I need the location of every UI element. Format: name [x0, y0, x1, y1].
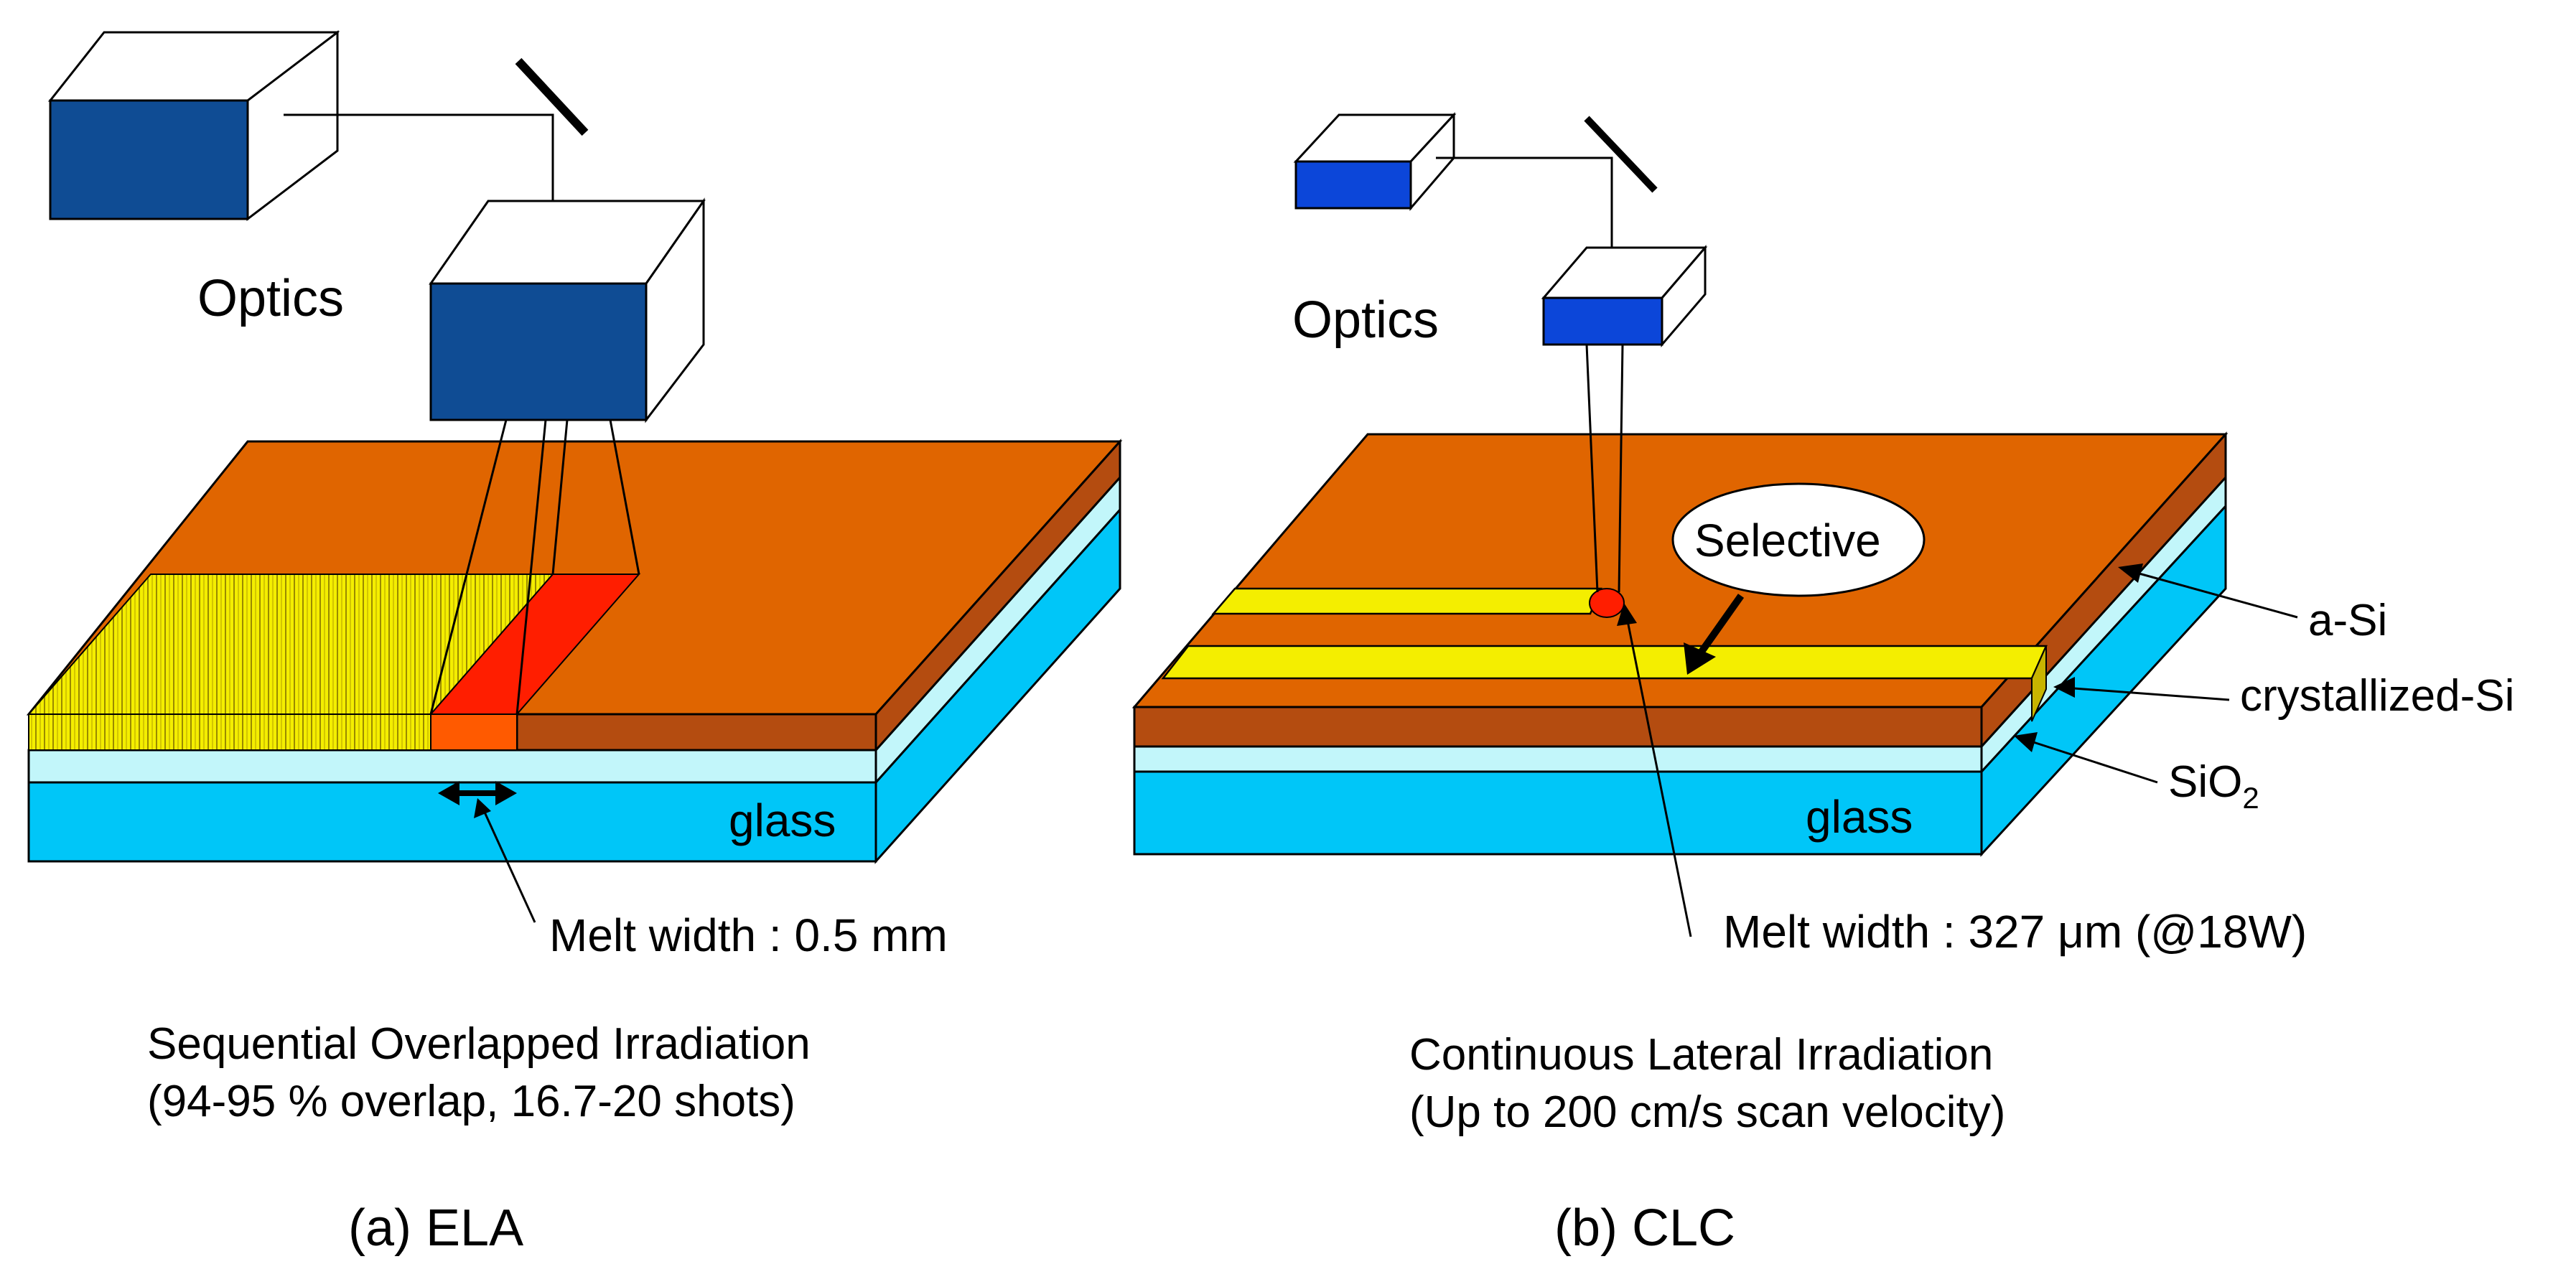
substrate-stack [26, 439, 1123, 864]
ela-description-line2: (94-95 % overlap, 16.7-20 shots) [147, 1077, 795, 1126]
laser-beam-lines-right [1585, 344, 1624, 593]
label-leaders [1617, 563, 2298, 937]
melt-width-arrow [438, 781, 536, 923]
ela-description-line1: Sequential Overlapped Irradiation [147, 1019, 811, 1069]
melt-width-label: Melt width : 0.5 mm [549, 909, 948, 961]
ela-panel: Optics [26, 29, 1123, 1257]
optics-box-small-1 [1293, 112, 1457, 212]
optics-label: Optics [197, 270, 344, 327]
optics-label-right: Optics [1292, 291, 1439, 349]
glass-label: glass [729, 795, 836, 846]
mirror-right [1584, 116, 1658, 193]
selective-callout [1671, 482, 1926, 675]
substrate-stack-right [1131, 431, 2229, 857]
asi-label: a-Si [2308, 596, 2387, 645]
clc-description-line1: Continuous Lateral Irradiation [1409, 1030, 1993, 1080]
melt-width-label-right: Melt width : 327 μm (@18W) [1723, 906, 2307, 958]
beam-path-right [1436, 156, 1613, 266]
sio2-subscript: 2 [2242, 781, 2259, 815]
crystallized-si-label: crystallized-Si [2240, 671, 2514, 721]
optics-box-large-2 [429, 197, 706, 423]
optics-box-large-1 [47, 29, 340, 222]
clc-panel: Optics glass Select [1131, 112, 2514, 1257]
clc-description-line2: (Up to 200 cm/s scan velocity) [1409, 1087, 2005, 1137]
ela-caption: (a) ELA [348, 1199, 523, 1257]
mirror [515, 57, 589, 136]
sio2-label: SiO2 [2168, 757, 2259, 815]
optics-box-small-2 [1541, 244, 1708, 348]
laser-beam-lines [429, 419, 640, 715]
selective-label: Selective [1694, 515, 1881, 566]
glass-label-right: glass [1806, 791, 1913, 843]
clc-caption: (b) CLC [1554, 1199, 1735, 1257]
